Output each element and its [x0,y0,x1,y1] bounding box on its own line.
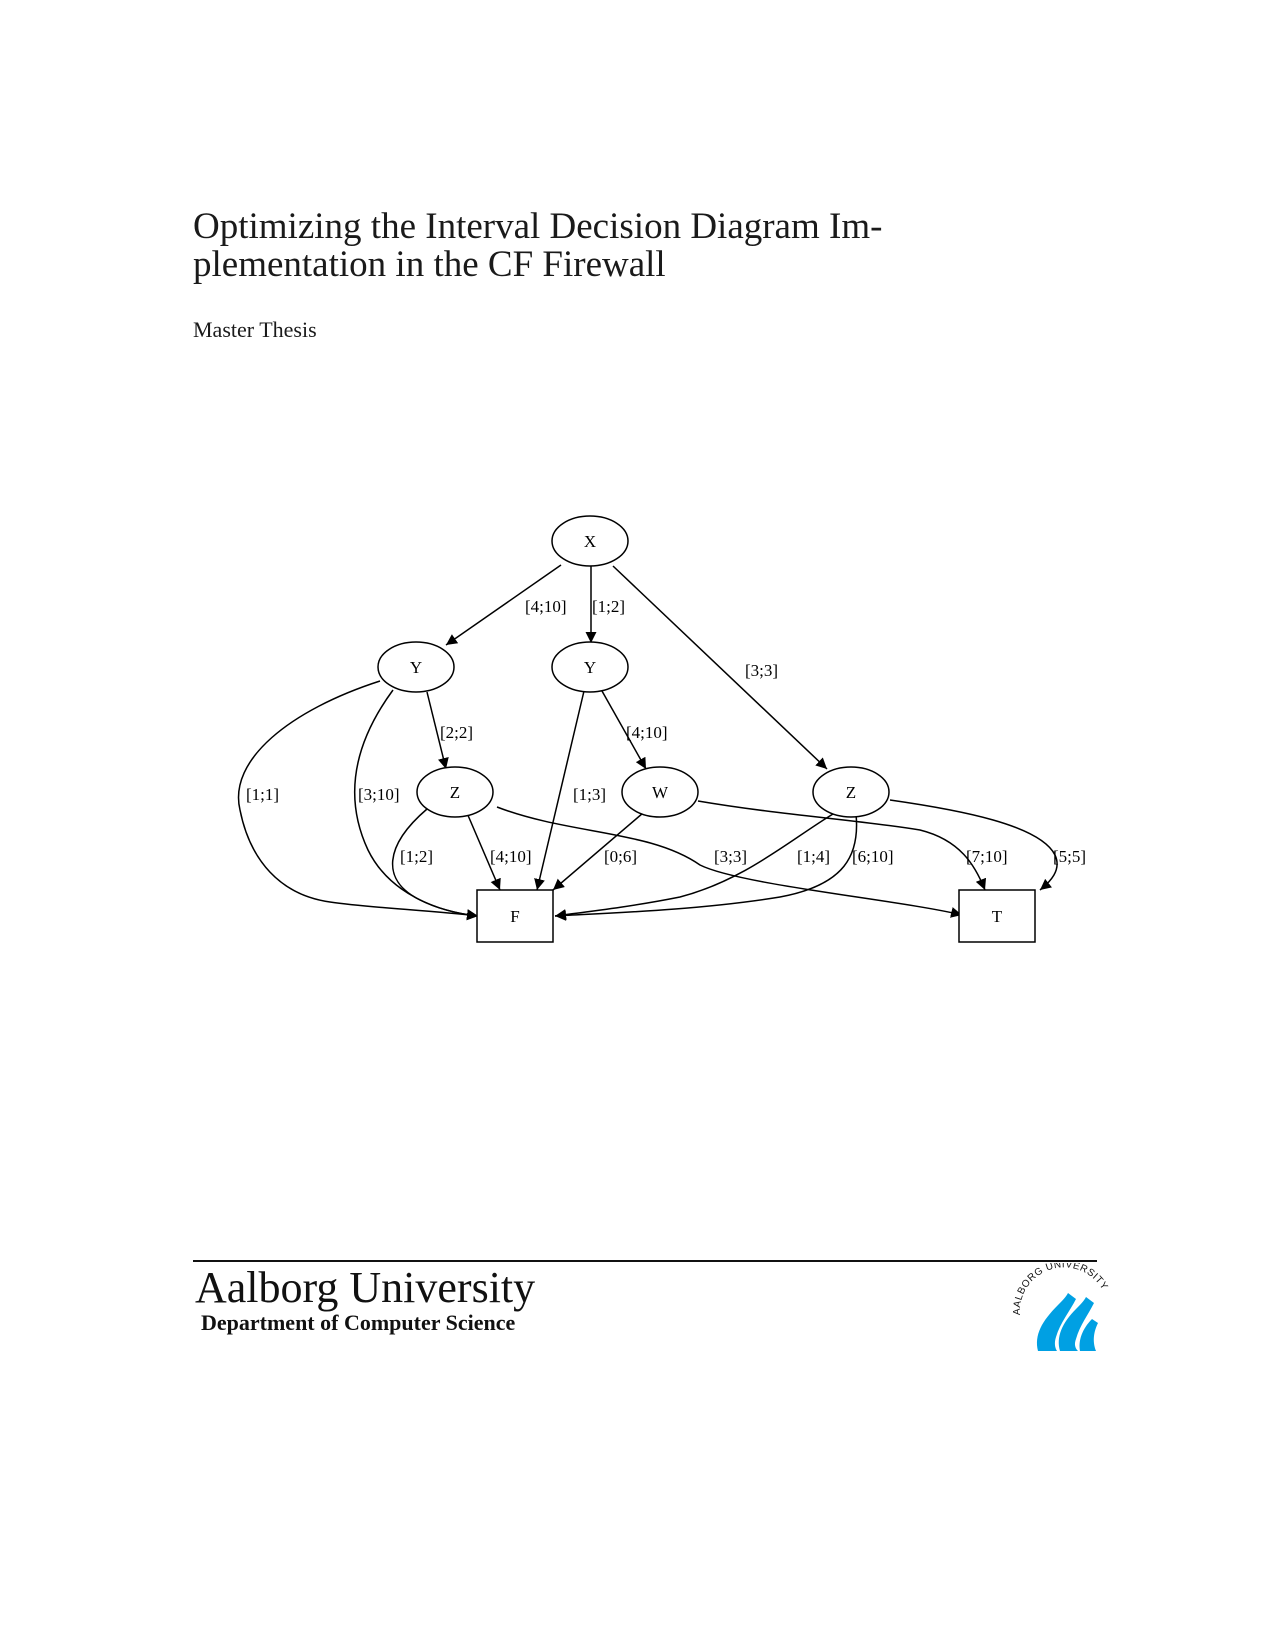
edge-x-y1 [445,564,562,646]
footer-rule [193,1260,1097,1262]
node-label: T [992,907,1003,926]
edge-labels: [4;10] [1;2] [3;3] [2;2] [1;1] [3;10] [4… [246,597,1086,866]
edge-label: [4;10] [626,723,668,742]
node-y-center [551,641,629,693]
interval-decision-diagram: [4;10] [1;2] [3;3] [2;2] [1;1] [3;10] [4… [237,515,1086,943]
edge-y2-w [601,690,647,770]
edge-label: [4;10] [525,597,567,616]
edge-w-f [552,812,644,891]
edge-z2-t [889,799,1058,891]
edge-z1-t [496,806,963,918]
edge-label: [7;10] [966,847,1008,866]
edge-label: [1;3] [573,785,606,804]
node-label: X [584,532,596,551]
edge-y1-z1 [426,691,449,770]
node-label: W [652,783,669,802]
aalborg-university-logo: AALBORG UNIVERSITY [1012,1263,1109,1351]
department-name: Department of Computer Science [201,1310,516,1335]
node-w [621,766,699,818]
node-y-left [377,641,455,693]
edge-label: [1;4] [797,847,830,866]
logo-waves-icon [1036,1293,1098,1351]
edge-label: [3;10] [358,785,400,804]
edge-z1-f-a [392,808,479,921]
node-labels: X Y Y Z W Z F T [410,532,1003,926]
edge-y2-f [534,690,585,891]
node-label: Z [846,783,856,802]
node-label: Y [410,658,422,677]
title-line-1: Optimizing the Interval Decision Diagram… [193,206,883,247]
title-line-2: plementation in the CF Firewall [193,244,666,285]
edge-label: [5;5] [1053,847,1086,866]
edge-w-t [697,800,987,891]
edge-label: [6;10] [852,847,894,866]
node-label: Z [450,783,460,802]
edge-x-z2 [612,565,828,770]
edge-label: [0;6] [604,847,637,866]
document-subtitle: Master Thesis [193,317,317,342]
university-name: Aalborg University [195,1263,536,1312]
edge-z2-f-b [554,813,858,921]
node-z-left [416,766,494,818]
edge-label: [3;3] [714,847,747,866]
node-label: F [510,907,519,926]
edge-label: [1;2] [400,847,433,866]
edge-z2-f-a [554,813,834,920]
edge-label: [1;2] [592,597,625,616]
edge-label: [3;3] [745,661,778,680]
edge-label: [1;1] [246,785,279,804]
edge-z1-f-b [466,812,501,891]
node-label: Y [584,658,596,677]
node-z-right [812,766,890,818]
node-f [476,889,554,943]
edge-label: [4;10] [490,847,532,866]
node-t [958,889,1036,943]
edge-label: [2;2] [440,723,473,742]
edge-y1-f-a [237,680,479,921]
document-title: Optimizing the Interval Decision Diagram… [193,208,953,284]
node-x [551,515,629,567]
